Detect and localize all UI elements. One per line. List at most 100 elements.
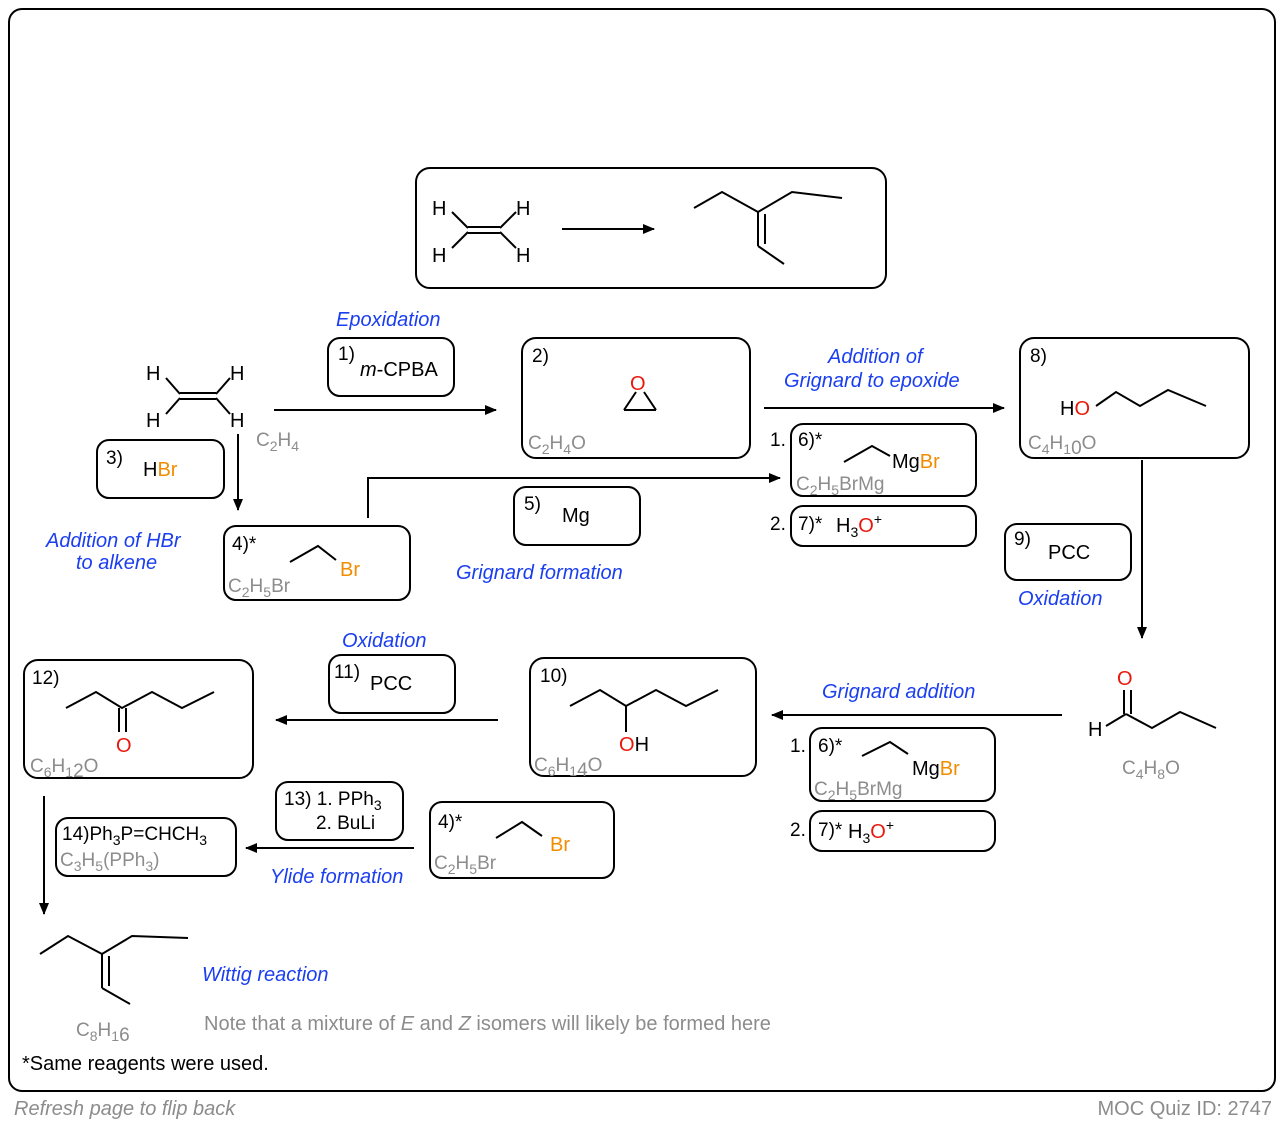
- formula-grignard: C2H5BrMg: [814, 779, 902, 803]
- formula-butanol: C4H10O: [1028, 433, 1096, 459]
- ethylene-structure: [165, 377, 231, 415]
- intermediate-box-12[interactable]: 12) O C6H12O: [23, 659, 254, 782]
- formula-product: C8H16: [76, 1020, 130, 1046]
- hydroxyl-label: OH: [619, 734, 649, 756]
- atom-h: H: [516, 198, 530, 220]
- box-number: 4)*: [232, 534, 257, 555]
- formula-bromoethane: C2H5Br: [228, 576, 291, 600]
- reagent-mcpba: m-CPBA: [360, 359, 438, 381]
- atom-h: H: [1088, 719, 1102, 741]
- reagent-mg: Mg: [562, 505, 590, 527]
- label-wittig: Wittig reaction: [202, 964, 329, 986]
- label-hbr-addition: Addition of HBr to alkene: [45, 530, 186, 574]
- atom-o: O: [630, 373, 646, 395]
- product-alkene-structure: [39, 934, 189, 1005]
- target-box: H H H H: [415, 167, 887, 289]
- reagent-box-9[interactable]: 9) PCC: [1004, 523, 1132, 581]
- box-number: 5): [524, 494, 541, 515]
- reagent-box-7[interactable]: 2. 7)* H3O+: [770, 505, 977, 547]
- atom-h: H: [146, 410, 160, 432]
- reagent-hydronium: H3O+: [836, 511, 882, 540]
- formula-hexanone: C6H12O: [30, 756, 98, 782]
- reagent-box-1[interactable]: 1) m-CPBA: [327, 337, 455, 397]
- reagent-box-5[interactable]: 5) Mg: [513, 486, 641, 546]
- formula-butanal: C4H8O: [1122, 758, 1180, 782]
- atom-br: Br: [550, 834, 570, 856]
- intermediate-box-4b[interactable]: 4)* Br C2H5Br: [429, 801, 615, 879]
- butanol-bonds: [1095, 388, 1207, 408]
- label-epoxidation: Epoxidation: [336, 309, 441, 331]
- box-number: 6)*: [818, 736, 843, 757]
- epoxide-structure: [623, 391, 657, 411]
- intermediate-box-14[interactable]: 14)Ph3P=CHCH3 C3H5(PPh3): [55, 817, 237, 877]
- atom-br: Br: [340, 559, 360, 581]
- intermediate-box-2[interactable]: 2) O C2H4O: [521, 337, 751, 459]
- note-stereoisomers: Note that a mixture of E and Z isomers w…: [204, 1013, 771, 1035]
- bromoethane-bonds: [495, 820, 543, 839]
- formula-hexanol: C6H14O: [534, 755, 602, 781]
- reagent-hbr: HBr: [143, 459, 178, 481]
- box-number: 6)*: [798, 430, 823, 451]
- atom-h: H: [230, 363, 244, 385]
- box-number: 9): [1014, 529, 1031, 550]
- step-order: 1.: [790, 736, 806, 757]
- butanal-structure: O H: [1088, 668, 1217, 741]
- formula-grignard: C2H5BrMg: [796, 474, 884, 498]
- formula-ethylene: C2H4: [256, 430, 299, 454]
- reagent-box-7b[interactable]: 2. 7)* H3O+: [790, 810, 996, 852]
- hexanone-bonds: [65, 690, 215, 710]
- reagent-pcc: PCC: [1048, 542, 1090, 564]
- step-order: 1.: [770, 430, 786, 451]
- box-number: 1): [338, 344, 355, 365]
- hydroxyl-label: HO: [1060, 398, 1090, 420]
- reagent-grignard: MgBr: [892, 451, 940, 473]
- arrow-grignard-formation: [367, 473, 781, 518]
- formula-bromoethane: C2H5Br: [434, 853, 497, 877]
- ylide-reagent: 14)Ph3P=CHCH3: [62, 824, 207, 848]
- card-frame[interactable]: [8, 8, 1276, 1092]
- reagent-box-11[interactable]: 11) PCC: [328, 654, 456, 714]
- label-oxidation-9: Oxidation: [1018, 588, 1103, 610]
- atom-h: H: [516, 245, 530, 267]
- formula-epoxide: C2H4O: [528, 433, 586, 457]
- intermediate-box-10[interactable]: 10) OH C6H14O: [529, 657, 757, 781]
- box-number: 3): [106, 448, 123, 469]
- reagent-box-6[interactable]: 1. 6)* MgBr C2H5BrMg: [770, 423, 977, 498]
- target-alkene-structure: [693, 190, 843, 265]
- box-number: 12): [32, 668, 59, 689]
- quiz-id: MOC Quiz ID: 2747: [1097, 1098, 1272, 1120]
- intermediate-box-4[interactable]: 4)* Br C2H5Br: [223, 525, 411, 601]
- label-grignard-formation: Grignard formation: [456, 562, 623, 584]
- reagent-box-13[interactable]: 13) 1. PPh3 2. BuLi: [275, 781, 404, 841]
- box-number: 8): [1030, 346, 1047, 367]
- reagent-grignard: MgBr: [912, 758, 960, 780]
- box-number: 7)*: [818, 820, 843, 841]
- reagent-step-13-line2: 2. BuLi: [316, 813, 375, 834]
- refresh-hint: Refresh page to flip back: [14, 1098, 236, 1120]
- atom-h: H: [230, 410, 244, 432]
- label-oxidation-11: Oxidation: [342, 630, 427, 652]
- intermediate-box-8[interactable]: 8) HO C4H10O: [1019, 337, 1250, 459]
- box-number: 7)*: [798, 514, 823, 535]
- reagent-hydronium: H3O+: [848, 817, 894, 846]
- box-number: 10): [540, 666, 567, 687]
- formula-ylide: C3H5(PPh3): [60, 850, 159, 874]
- label-grignard-epoxide: Addition of Grignard to epoxide: [784, 346, 960, 392]
- reagent-box-3[interactable]: 3) HBr: [96, 439, 225, 499]
- ethyl-bonds: [861, 740, 909, 757]
- atom-h: H: [432, 245, 446, 267]
- label-grignard-addition: Grignard addition: [822, 681, 975, 703]
- bromoethane-bonds: [289, 544, 337, 563]
- box-number: 4)*: [438, 812, 463, 833]
- box-number: 2): [532, 346, 549, 367]
- atom-h: H: [432, 198, 446, 220]
- atom-o: O: [116, 735, 132, 757]
- reagent-box-6b[interactable]: 1. 6)* MgBr C2H5BrMg: [790, 727, 996, 803]
- step-order: 2.: [770, 514, 786, 535]
- box-number: 11): [334, 662, 360, 683]
- note-same-reagents: *Same reagents were used.: [22, 1053, 269, 1075]
- step-order: 2.: [790, 820, 806, 841]
- ethylene-structure-top: [451, 211, 517, 249]
- ethyl-bonds: [843, 444, 891, 463]
